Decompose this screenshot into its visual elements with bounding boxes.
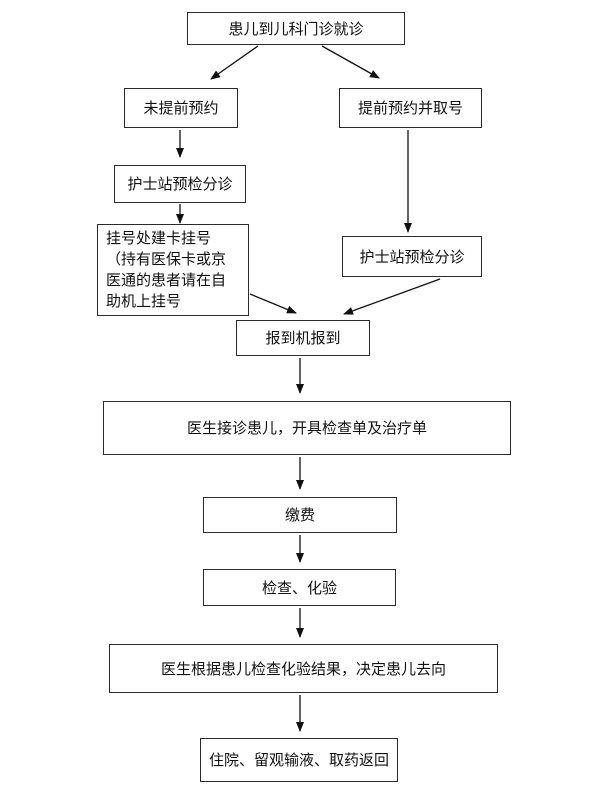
node-decision: 医生根据患儿检查化验结果，决定患儿去向 (109, 644, 498, 693)
node-registration-line: （持有医保卡或京 (106, 250, 227, 268)
arrow-start-to-has-appointment (321, 45, 380, 79)
node-decision-label: 医生根据患儿检查化验结果，决定患儿去向 (160, 659, 446, 678)
node-examination-label: 检查、化验 (261, 578, 337, 597)
node-no-appointment: 未提前预约 (124, 88, 238, 128)
node-registration-line: 医通的患者请在自 (106, 271, 227, 289)
node-outcome-label: 住院、留观输液、取药返回 (208, 751, 389, 769)
node-triage-left: 护士站预检分诊 (114, 165, 246, 203)
node-examination: 检查、化验 (203, 569, 396, 606)
node-registration-line: 挂号处建卡挂号 (106, 229, 212, 247)
node-checkin: 报到机报到 (236, 320, 370, 356)
node-payment-label: 缴费 (284, 506, 315, 524)
node-start-label: 患儿到儿科门诊就诊 (228, 19, 364, 38)
arrow-registration-to-checkin (249, 293, 297, 314)
arrow-start-to-no-appointment (210, 45, 259, 80)
node-has-appointment: 提前预约并取号 (339, 88, 482, 128)
node-triage-right-label: 护士站预检分诊 (359, 247, 465, 266)
node-registration: 挂号处建卡挂号 （持有医保卡或京 医通的患者请在自 助机上挂号 (97, 224, 249, 316)
node-consultation-label: 医生接诊患儿，开具检查单及治疗单 (186, 419, 427, 437)
node-payment: 缴费 (203, 497, 397, 533)
node-registration-line: 助机上挂号 (106, 292, 182, 310)
node-outcome: 住院、留观输液、取药返回 (200, 738, 398, 782)
node-consultation: 医生接诊患儿，开具检查单及治疗单 (103, 401, 511, 455)
arrow-triage-right-to-checkin (343, 278, 441, 315)
node-has-appointment-label: 提前预约并取号 (357, 99, 463, 117)
node-triage-left-label: 护士站预检分诊 (127, 175, 233, 193)
node-checkin-label: 报到机报到 (265, 329, 341, 347)
node-no-appointment-label: 未提前预约 (143, 99, 219, 117)
node-start: 患儿到儿科门诊就诊 (187, 12, 405, 45)
node-triage-right: 护士站预检分诊 (342, 236, 482, 277)
